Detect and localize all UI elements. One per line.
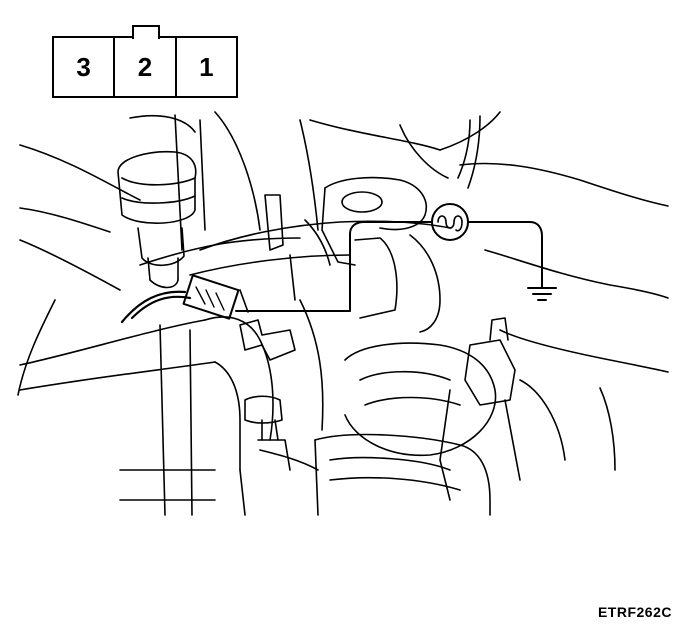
- pin-2: 2: [113, 38, 174, 96]
- ground-wire: [467, 221, 543, 289]
- ground-icon: [527, 287, 557, 301]
- signal-wire: [235, 221, 433, 312]
- oxygen-sensor: [117, 150, 197, 289]
- figure-code: ETRF262C: [597, 604, 672, 620]
- engine-body-outlines: [17, 111, 669, 471]
- pin-1: 1: [174, 38, 236, 96]
- connector-pinout: 3 2 1: [52, 25, 238, 98]
- circuit-overlay: [235, 203, 557, 312]
- hose-and-clamp: [344, 317, 521, 501]
- connector-lock-tab: [132, 25, 160, 39]
- bracket-outlines: [189, 176, 451, 333]
- sensor-harness: [120, 274, 249, 324]
- lower-structure: [119, 299, 491, 516]
- harness-clip: [239, 319, 296, 471]
- pin-3: 3: [76, 51, 91, 82]
- exhaust-pipe: [19, 237, 301, 516]
